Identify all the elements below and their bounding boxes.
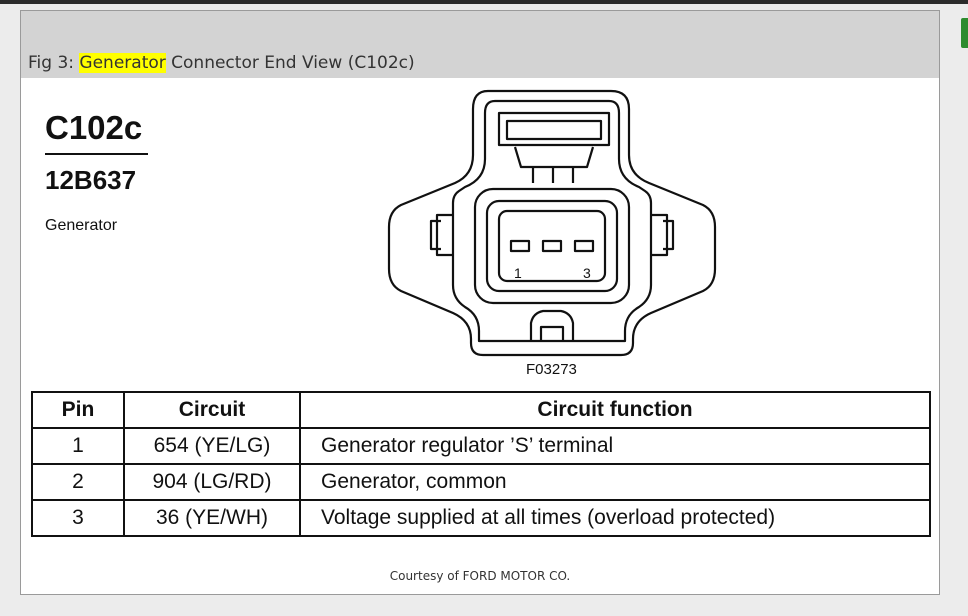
pin-2 — [541, 239, 563, 253]
header-pin: Pin — [31, 391, 125, 429]
cell-function: Generator regulator ’S’ terminal — [299, 427, 931, 465]
keyway — [529, 309, 575, 341]
inner-housing — [451, 99, 653, 343]
housing-outline — [387, 89, 717, 357]
figure-id: F03273 — [526, 361, 577, 378]
table-row: 2 904 (LG/RD) Generator, common — [31, 463, 931, 501]
caption-suffix: Connector End View (C102c) — [165, 53, 415, 73]
cell-circuit: 36 (YE/WH) — [123, 499, 301, 537]
pin-table: Pin Circuit Circuit function 1 654 (YE/L… — [31, 391, 931, 537]
caption-highlight: Generator — [79, 53, 166, 73]
latch — [497, 111, 611, 147]
table-row: 1 654 (YE/LG) Generator regulator ’S’ te… — [31, 427, 931, 465]
connector-code-underline — [45, 153, 148, 155]
cell-circuit: 904 (LG/RD) — [123, 463, 301, 501]
mating-face — [473, 187, 631, 305]
pin-label-1: 1 — [514, 265, 522, 281]
table-row: 3 36 (YE/WH) Voltage supplied at all tim… — [31, 499, 931, 537]
component-name: Generator — [45, 217, 118, 234]
table-header-row: Pin Circuit Circuit function — [31, 391, 931, 429]
cell-pin: 2 — [31, 463, 125, 501]
pin-3 — [573, 239, 595, 253]
terminal-cavity — [497, 209, 607, 283]
part-number: 12B637 — [45, 165, 137, 195]
window-top-bar — [0, 0, 968, 4]
cell-circuit: 654 (YE/LG) — [123, 427, 301, 465]
figure-card: Fig 3: Generator Connector End View (C10… — [20, 10, 940, 595]
header-function: Circuit function — [299, 391, 931, 429]
caption-bar: Fig 3: Generator Connector End View (C10… — [21, 11, 939, 78]
cell-pin: 1 — [31, 427, 125, 465]
header-circuit: Circuit — [123, 391, 301, 429]
pin-label-3: 3 — [583, 265, 591, 281]
connector-diagram: 1 3 — [387, 89, 717, 357]
cell-pin: 3 — [31, 499, 125, 537]
right-tab — [651, 213, 669, 257]
cell-function: Voltage supplied at all times (overload … — [299, 499, 931, 537]
figure-caption: Fig 3: Generator Connector End View (C10… — [28, 53, 415, 73]
courtesy-note: Courtesy of FORD MOTOR CO. — [389, 569, 571, 583]
pin-1 — [509, 239, 531, 253]
connector-code: C102c — [45, 109, 143, 146]
caption-prefix: Fig 3: — [28, 53, 80, 73]
cell-function: Generator, common — [299, 463, 931, 501]
side-tab[interactable] — [961, 18, 968, 48]
left-tab — [435, 213, 453, 257]
